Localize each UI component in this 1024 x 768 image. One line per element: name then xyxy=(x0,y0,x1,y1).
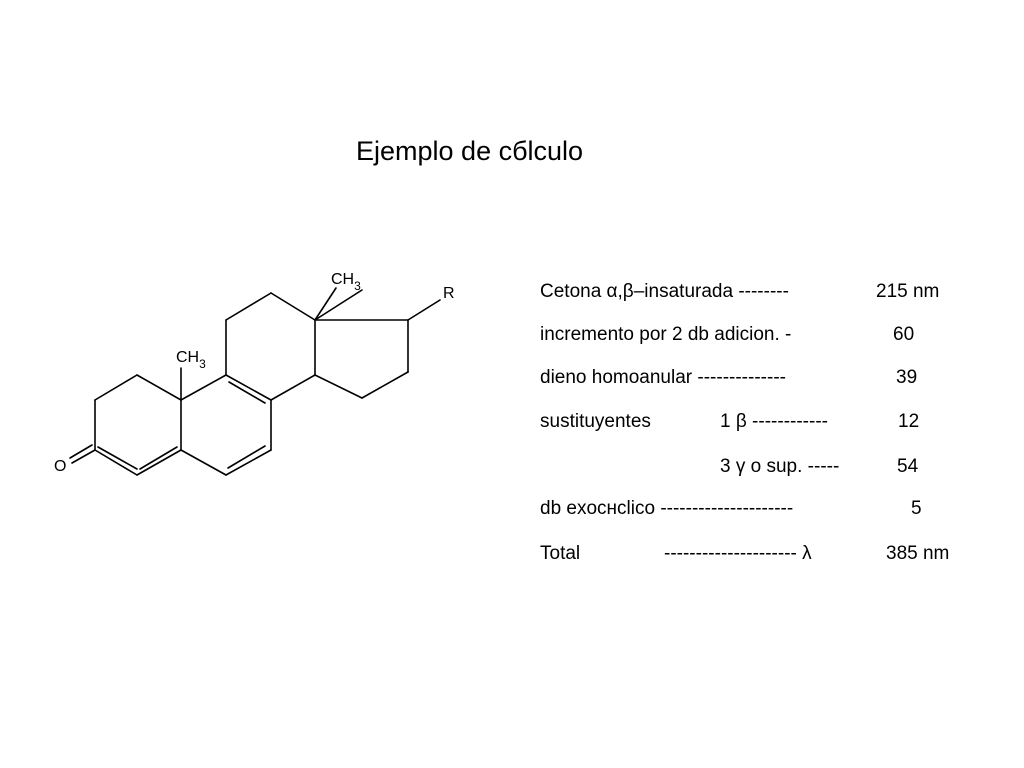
row-exociclico-label: db exocнclico --------------------- xyxy=(540,498,794,519)
row-dieno-label: dieno homoanular -------------- xyxy=(540,367,786,388)
ch3-mid-label: CH3 xyxy=(176,349,206,371)
row-gamma-label: 3 γ o sup. ----- xyxy=(720,456,840,477)
row-sustituyentes-value: 12 xyxy=(898,411,920,432)
oxygen-label: O xyxy=(54,458,66,475)
molecule-bonds xyxy=(69,287,441,476)
row-total-value: 385 nm xyxy=(886,543,950,564)
row-cetona-value: 215 nm xyxy=(876,281,940,302)
row-total-label: Total xyxy=(540,543,581,564)
page-title: Ejemplo de cбlculo xyxy=(356,136,584,166)
row-dieno-value: 39 xyxy=(896,367,918,388)
row-sustituyentes-beta: 1 β ------------ xyxy=(720,411,828,432)
row-cetona-label: Cetona α,β–insaturada -------- xyxy=(540,281,789,302)
r-group-label: R xyxy=(443,285,455,302)
row-exociclico-value: 5 xyxy=(911,498,922,519)
row-total-lambda: --------------------- λ xyxy=(664,543,812,564)
ch3-top-label: CH3 xyxy=(331,271,361,293)
row-incremento-value: 60 xyxy=(893,324,915,345)
row-gamma-value: 54 xyxy=(897,456,919,477)
row-sustituyentes-label: sustituyentes xyxy=(540,411,651,432)
row-incremento-label: incremento por 2 db adicion. - xyxy=(540,324,792,345)
